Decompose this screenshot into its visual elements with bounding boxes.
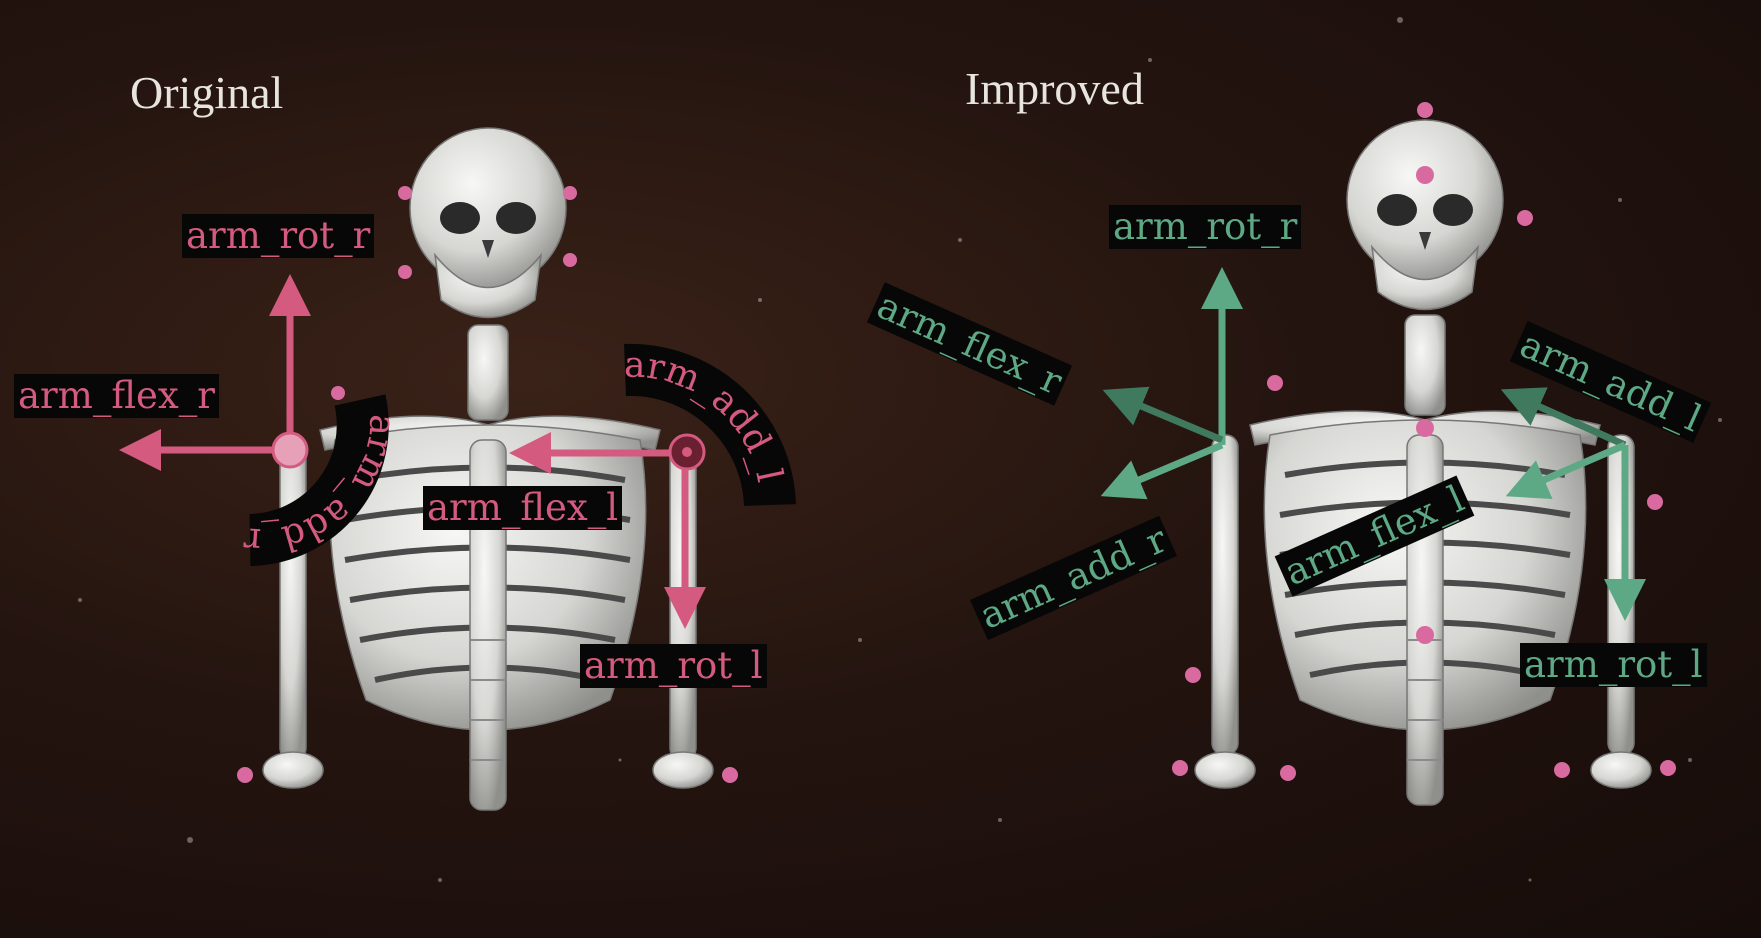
label-arm-add-r-original: arm_add_r xyxy=(242,413,403,561)
label-arm-rot-r-improved: arm_rot_r xyxy=(1109,205,1301,249)
label-arm-add-l-original: arm_add_l xyxy=(624,345,790,486)
label-arm-rot-l-improved: arm_rot_l xyxy=(1520,643,1707,687)
